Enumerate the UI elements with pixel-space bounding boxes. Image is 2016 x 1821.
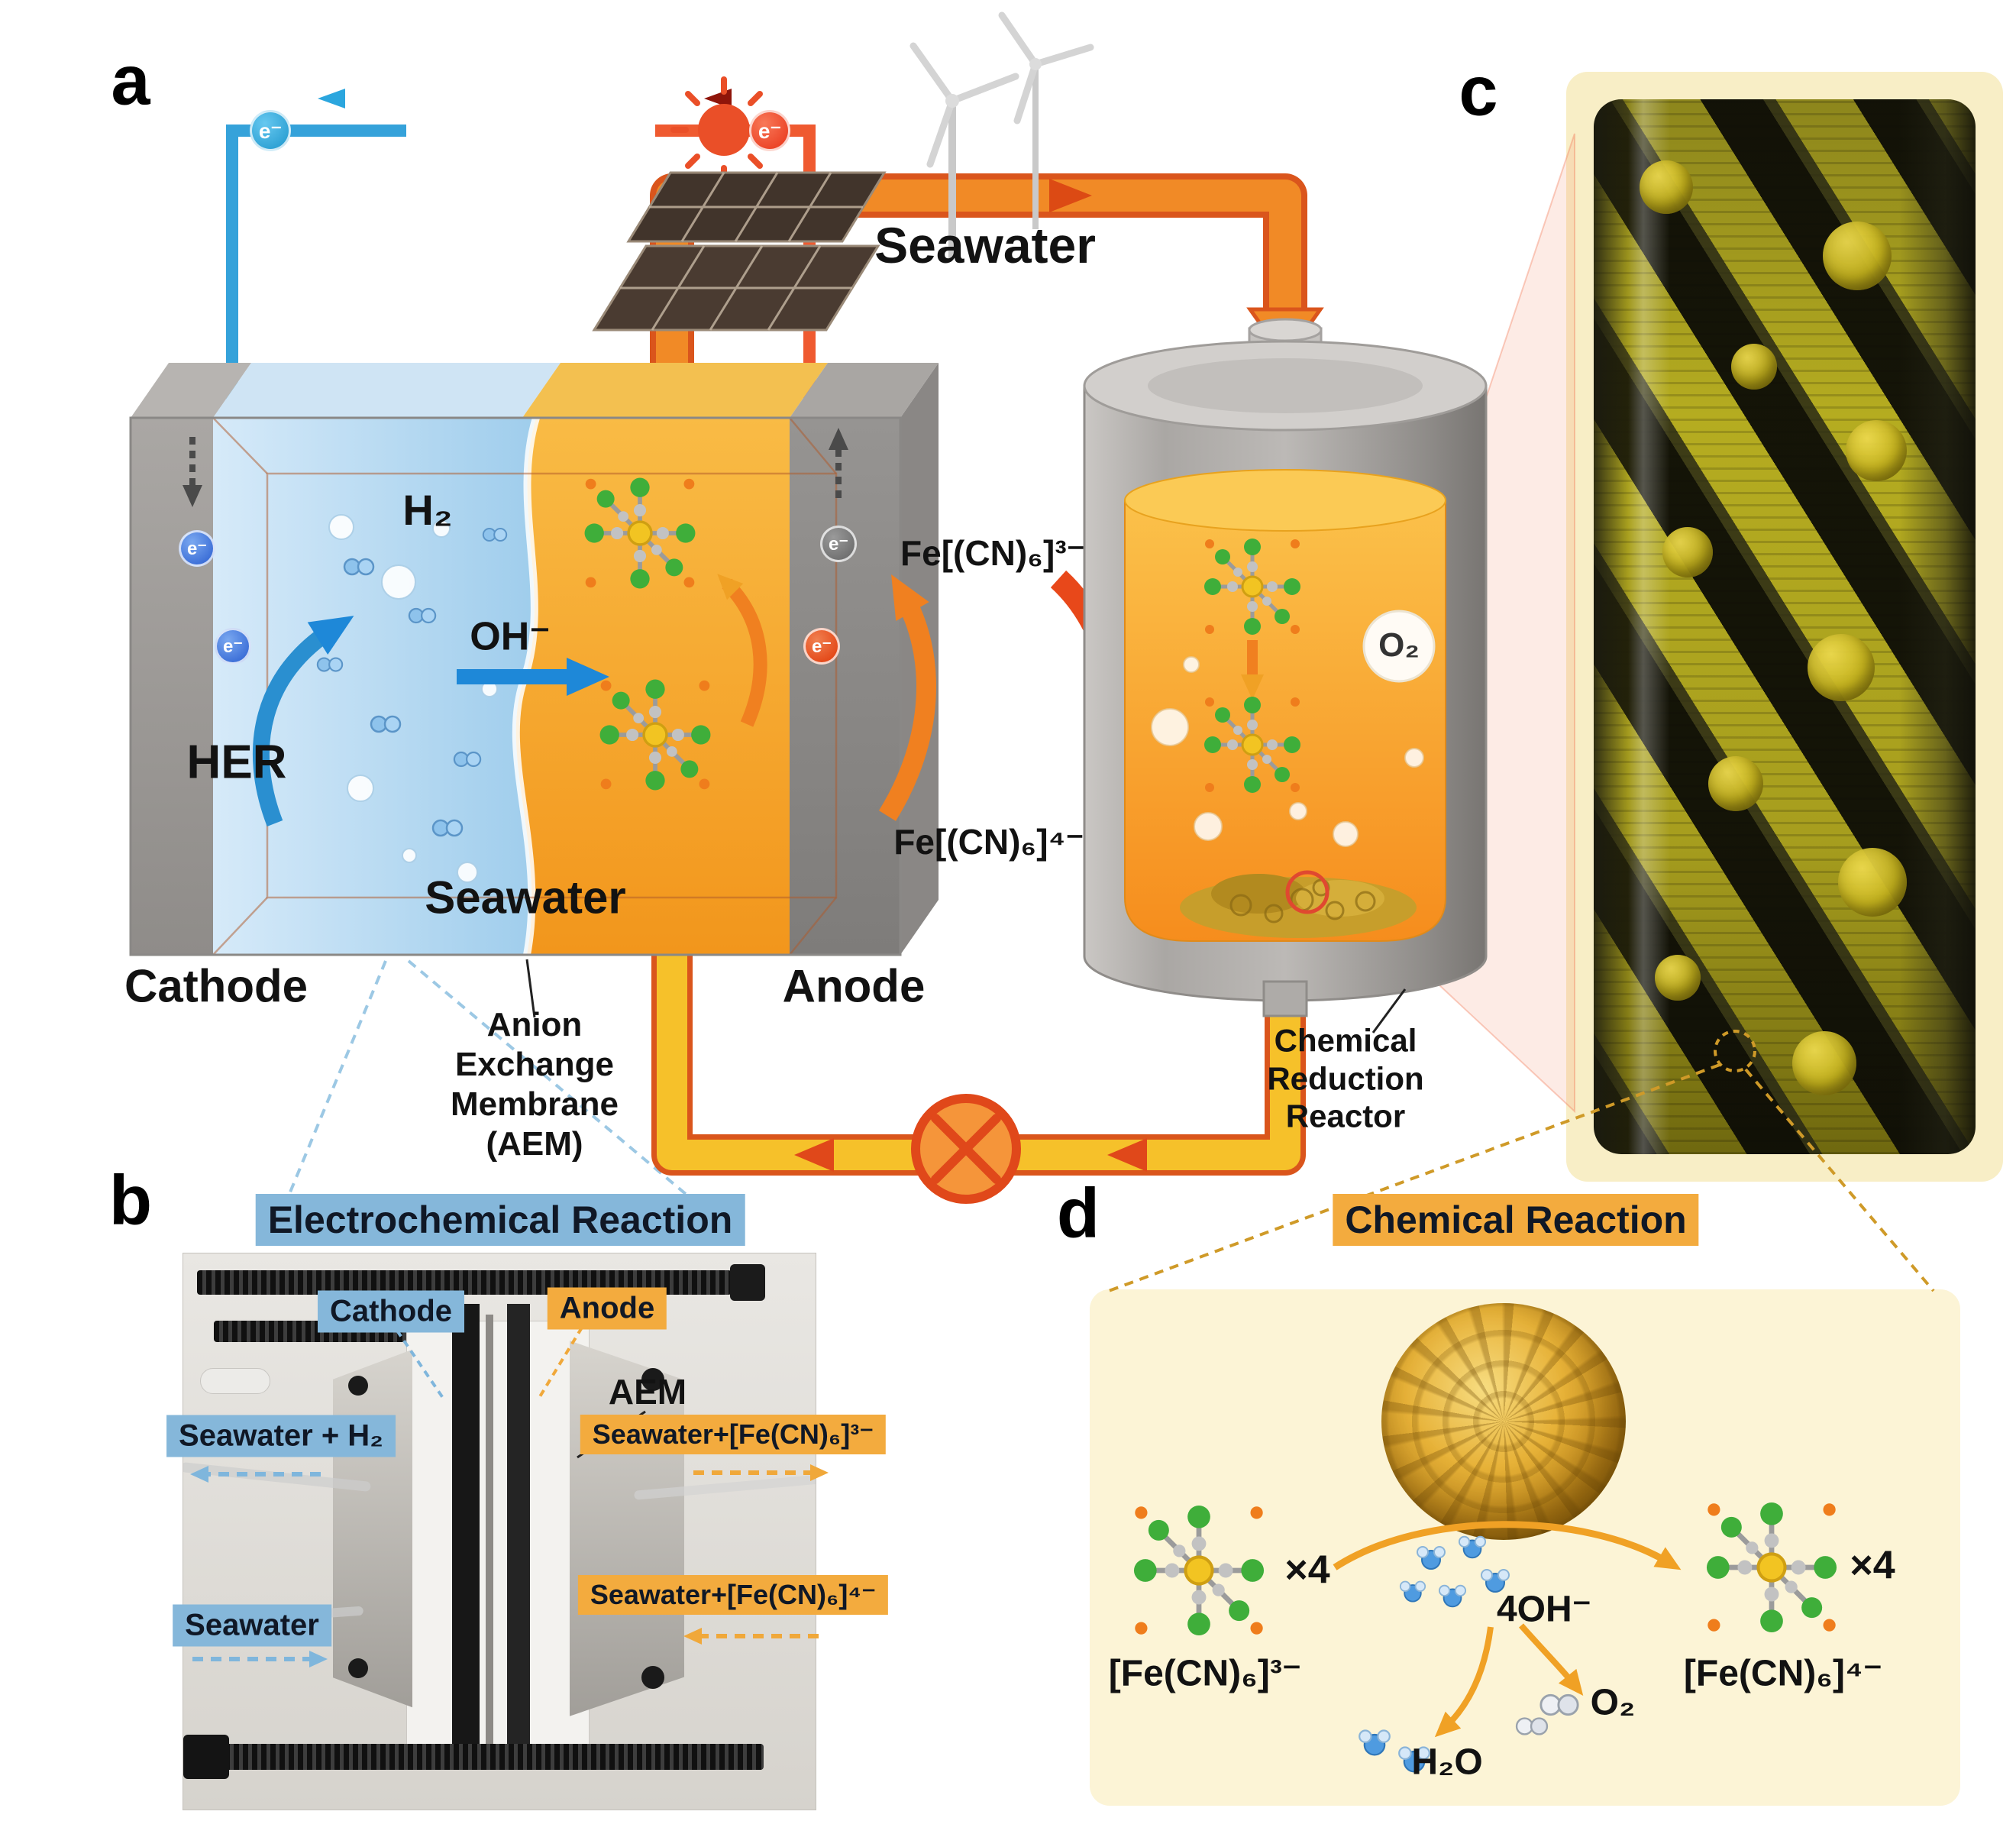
cell-backplate (406, 1321, 590, 1751)
times4-label: ×4 (1284, 1548, 1330, 1593)
electron-node: e⁻ (250, 110, 291, 151)
flow-arrow-icon (1049, 179, 1092, 212)
anolyte-cycle-arrow (717, 574, 767, 727)
hex-nut (730, 1264, 765, 1301)
panel-b-out-cathode-chip: Seawater + H₂ (166, 1415, 396, 1457)
electron-flow-arrow-icon (704, 89, 732, 108)
spacer (200, 1368, 270, 1394)
cathode-label: Cathode (124, 960, 308, 1012)
panel-b-in-anode-chip: Seawater+[Fe(CN)₆]⁴⁻ (577, 1575, 889, 1615)
panel-b-title: Electrochemical Reaction (255, 1194, 745, 1246)
panel-b-anode-chip: Anode (547, 1287, 667, 1330)
chemical-reaction-panel (1090, 1289, 1960, 1806)
electron-node: e⁻ (820, 526, 857, 562)
panel-d-ferrocyanide-label: [Fe(CN)₆]⁴⁻ (1683, 1653, 1883, 1694)
mediator-arrows (878, 570, 1129, 828)
hex-nut (183, 1735, 229, 1779)
ferrocyanide-label: Fe[(CN)₆]⁴⁻ (893, 821, 1084, 862)
h2-label: H₂ (402, 485, 453, 534)
panel-b-out-anode-chip: Seawater+[Fe(CN)₆]³⁻ (580, 1415, 887, 1454)
flow-arrow-icon (1107, 1138, 1147, 1172)
seawater-feed-label: Seawater (874, 217, 1096, 274)
panel-b-label: b (108, 1161, 153, 1240)
threaded-rod (206, 1744, 764, 1770)
reactor-column-tube (1594, 99, 1976, 1154)
oh-label: OH⁻ (470, 614, 551, 659)
flow-arrow-icon (794, 1138, 834, 1172)
her-arrow (253, 616, 354, 826)
panel-d-o2-label: O₂ (1590, 1682, 1636, 1723)
electron-node: e⁻ (749, 110, 790, 151)
panel-d-ferricyanide-label: [Fe(CN)₆]³⁻ (1108, 1653, 1302, 1694)
her-label: HER (186, 736, 287, 789)
anode-plate (507, 1304, 530, 1767)
return-pipe (651, 947, 1306, 1176)
reactor-contents (1151, 539, 1436, 938)
anolyte-molecules (585, 478, 711, 791)
zoom-indicator (1323, 133, 1575, 1114)
h2o-label: H₂O (1411, 1742, 1483, 1783)
zoom-source-circle (1285, 870, 1329, 914)
renewables-illustration (592, 11, 1094, 332)
electron-flow-arrow-icon (318, 89, 345, 108)
bolt (348, 1658, 368, 1678)
anode-label: Anode (782, 960, 926, 1012)
panel-a-label: a (111, 41, 150, 120)
membrane-gasket (486, 1315, 493, 1756)
cathode-plate (452, 1304, 480, 1767)
clamp-right (570, 1341, 684, 1716)
bolt (641, 1368, 664, 1391)
solar-panel-icon (592, 171, 887, 332)
seawater-feed-pipe (650, 173, 1324, 412)
ferricyanide-label: Fe[(CN)₆]³⁻ (900, 532, 1085, 573)
h2-bubbles (316, 514, 508, 883)
flow-arrow-icon (1246, 307, 1324, 363)
electron-node: e⁻ (179, 530, 215, 567)
bolt (641, 1666, 664, 1689)
electron-node: e⁻ (803, 628, 840, 665)
reactor-column-photo (1566, 72, 2003, 1182)
seawater-cell-label: Seawater (425, 872, 626, 923)
electron-wires (226, 89, 816, 412)
times4-label: ×4 (1850, 1543, 1895, 1588)
pump-icon (911, 1094, 1021, 1204)
electron-node: e⁻ (215, 628, 251, 665)
clamp-left (333, 1349, 412, 1708)
oh4-label: 4OH⁻ (1496, 1589, 1592, 1630)
panel-c-label: c (1459, 52, 1498, 131)
reduction-reactor (1083, 318, 1488, 1017)
reactor-name-label: Chemical Reduction Reactor (1267, 1022, 1424, 1134)
panel-b-cathode-chip: Cathode (318, 1290, 464, 1333)
panel-b-in-cathode-chip: Seawater (173, 1604, 331, 1647)
aem-label: Anion Exchange Membrane (AEM) (450, 1006, 619, 1163)
panel-d-label: d (1056, 1174, 1100, 1253)
panel-b-aem-label: AEM (608, 1371, 687, 1412)
electrolyzer-photo (183, 1253, 816, 1810)
bolt (348, 1376, 368, 1396)
sem-catalyst-image (1381, 1303, 1626, 1540)
panel-d-title: Chemical Reaction (1333, 1194, 1699, 1246)
catalyst-sediment (1180, 874, 1417, 938)
reactor-o2-label: O₂ (1378, 626, 1420, 665)
